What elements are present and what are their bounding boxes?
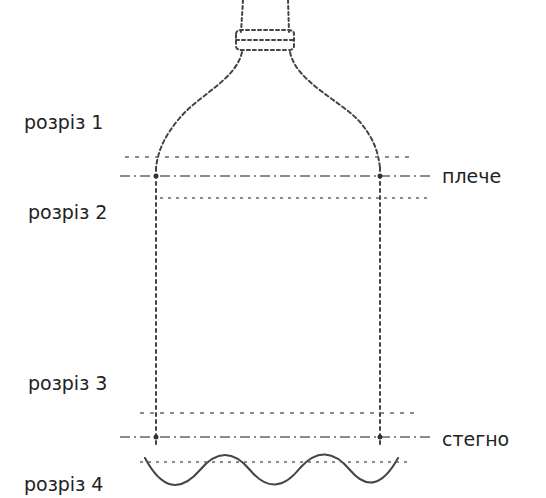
region-label: плече <box>442 166 501 187</box>
section-label: розріз 3 <box>28 373 107 394</box>
region-label: стегно <box>442 429 509 450</box>
section-label: розріз 4 <box>24 474 103 495</box>
section-label: розріз 1 <box>24 112 103 133</box>
section-label: розріз 2 <box>28 202 107 223</box>
